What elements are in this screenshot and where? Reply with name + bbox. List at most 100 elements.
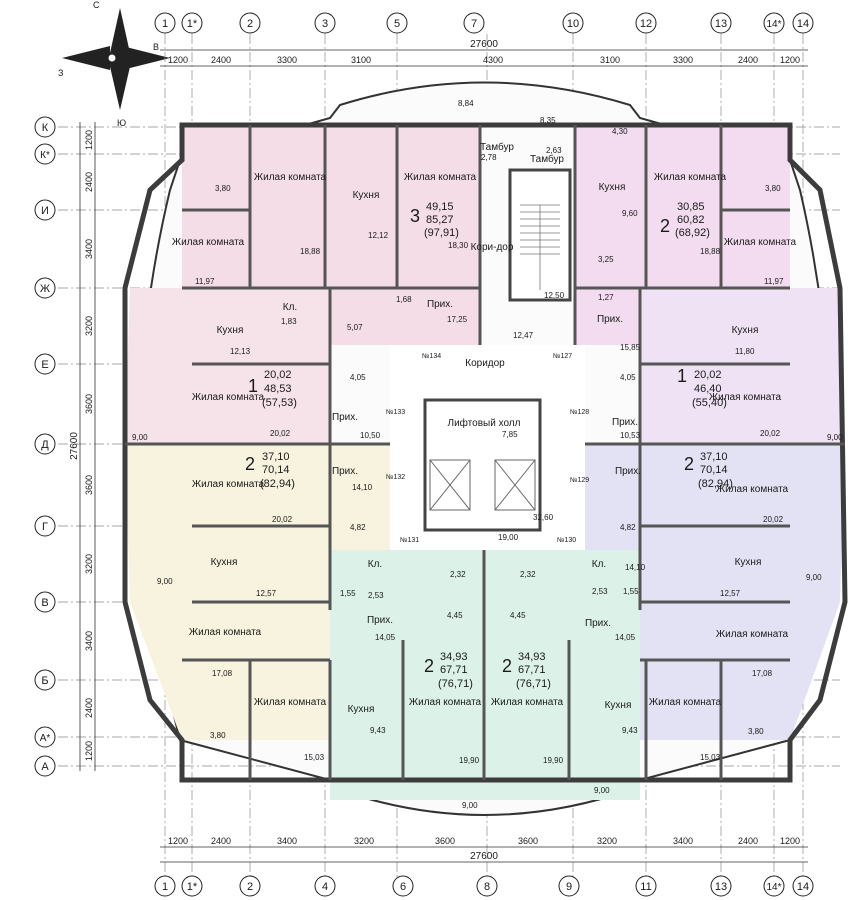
room-area: 3,80 xyxy=(748,727,764,736)
apartment-zone-2room-top xyxy=(575,125,790,345)
room-area: 2,53 xyxy=(368,591,384,600)
room-area: 3,80 xyxy=(210,731,226,740)
apartment-full-area: (57,53) xyxy=(262,397,297,409)
room-area: 12,12 xyxy=(368,231,389,240)
room-area: 15,03 xyxy=(304,753,325,762)
apartment-rooms: 2 xyxy=(660,216,670,236)
room-label: Жилая комната xyxy=(654,172,727,183)
axis-label: 9 xyxy=(566,881,572,893)
room-number: №131 xyxy=(400,537,419,544)
compass-north: С xyxy=(93,0,100,10)
dimension-label: 3600 xyxy=(518,836,538,846)
room-area: 5,07 xyxy=(347,323,363,332)
room-label: Жилая комната xyxy=(716,629,789,640)
room-area: 2,53 xyxy=(592,587,608,596)
room-area: 9,00 xyxy=(806,573,822,582)
axis-label: 11 xyxy=(640,881,651,893)
room-area: 20,02 xyxy=(760,429,781,438)
axis-label: 13 xyxy=(715,881,727,893)
dimension-label: 3100 xyxy=(600,55,620,65)
room-label: Прих. xyxy=(597,314,623,325)
room-number: №128 xyxy=(570,409,589,416)
axis-label: 14* xyxy=(766,882,781,893)
room-area: 20,02 xyxy=(763,515,784,524)
room-label: Прих. xyxy=(615,466,641,477)
room-label: Жилая комната xyxy=(409,697,482,708)
room-label: Кухня xyxy=(735,557,762,568)
room-area: 14,05 xyxy=(615,633,636,642)
room-area: 3,25 xyxy=(598,255,614,264)
room-area: 9,00 xyxy=(132,433,148,442)
dimension-label: 1200 xyxy=(780,55,800,65)
apartment-2room-bottom-right: 2 34,93 67,71 (76,71) xyxy=(502,651,551,690)
dimension-label: 1200 xyxy=(168,836,188,846)
room-area: 9,43 xyxy=(622,726,638,735)
axis-label: 4 xyxy=(322,881,328,893)
room-labels: Жилая комната Кухня Жилая комната Жилая … xyxy=(172,141,797,715)
dimension-label: 3300 xyxy=(673,55,693,65)
apartment-rooms: 2 xyxy=(502,656,512,676)
elevator-shaft xyxy=(494,459,536,511)
room-label: Жилая комната xyxy=(709,392,782,403)
room-label: Коридор xyxy=(465,358,505,369)
apartment-rooms: 1 xyxy=(677,366,687,386)
room-number: №129 xyxy=(570,477,589,484)
dimension-chain-left: 1200 2400 3400 3200 3600 3600 3200 3400 … xyxy=(69,122,96,771)
axis-label: Д xyxy=(41,439,49,451)
room-label: Жилая комната xyxy=(491,697,564,708)
room-numbers: №134 №127 №133 №128 №132 №129 №131 №130 xyxy=(386,353,589,544)
apartment-zone-3room xyxy=(182,125,480,345)
room-area: 7,85 xyxy=(502,430,518,439)
room-area: 32,60 xyxy=(533,513,554,522)
partition-walls xyxy=(125,125,845,780)
apartment-living-area: 49,15 xyxy=(426,201,454,213)
apartment-full-area: (76,71) xyxy=(438,678,473,690)
apartment-summaries: 3 49,15 85,27 (97,91) 2 30,85 60,82 (68,… xyxy=(245,201,733,690)
dimension-label: 3200 xyxy=(84,316,94,336)
apartment-1room-right: 1 20,02 46,40 (55,40) xyxy=(677,366,727,409)
room-label: Кухня xyxy=(732,325,759,336)
room-area: 12,13 xyxy=(230,347,251,356)
room-label: Жилая комната xyxy=(724,237,797,248)
axis-label: 2 xyxy=(247,881,253,893)
apartment-rooms: 2 xyxy=(684,454,694,474)
apartment-2room-left: 2 37,10 70,14 (82,94) xyxy=(245,451,295,490)
room-area: 4,82 xyxy=(620,523,636,532)
apartment-total-area: 70,14 xyxy=(262,464,290,476)
apartment-full-area: (68,92) xyxy=(675,227,710,239)
room-label: Жилая комната xyxy=(404,172,477,183)
apartment-1room-left: 1 20,02 48,53 (57,53) xyxy=(248,369,297,409)
apartment-rooms: 1 xyxy=(248,376,258,396)
overall-dimension: 27600 xyxy=(470,39,498,50)
apartment-zone-1room-left xyxy=(125,288,330,444)
room-area: 20,02 xyxy=(270,429,291,438)
dimension-label: 2400 xyxy=(738,836,758,846)
axis-bubbles-left: К К* И Ж Е Д Г В Б А* А xyxy=(34,116,56,777)
room-area: 2,63 xyxy=(546,146,562,155)
room-area: 9,43 xyxy=(370,726,386,735)
axis-label: А xyxy=(41,761,49,773)
room-label: Жилая комната xyxy=(172,237,245,248)
axis-label: 7 xyxy=(471,18,477,30)
apartment-rooms: 2 xyxy=(245,454,255,474)
room-label: Кухня xyxy=(211,557,238,568)
apartment-rooms: 3 xyxy=(410,206,420,226)
apartment-living-area: 34,93 xyxy=(440,651,468,663)
apartment-total-area: 70,14 xyxy=(700,464,728,476)
room-label: Кухня xyxy=(599,182,626,193)
axis-label: 1 xyxy=(162,881,168,893)
axis-label: 5 xyxy=(394,18,400,30)
room-area: 3,80 xyxy=(765,184,781,193)
dimension-label: 3200 xyxy=(84,554,94,574)
room-area: 17,25 xyxy=(447,315,468,324)
room-area: 9,00 xyxy=(827,433,843,442)
dimension-label: 2400 xyxy=(211,836,231,846)
room-label: Кухня xyxy=(348,704,375,715)
apartment-full-area: (82,94) xyxy=(698,478,733,490)
apartment-zone-2room-left xyxy=(125,444,390,740)
room-area: 17,08 xyxy=(212,669,233,678)
dimension-label: 3600 xyxy=(84,394,94,414)
room-area: 4,82 xyxy=(350,523,366,532)
room-area: 4,45 xyxy=(510,611,526,620)
